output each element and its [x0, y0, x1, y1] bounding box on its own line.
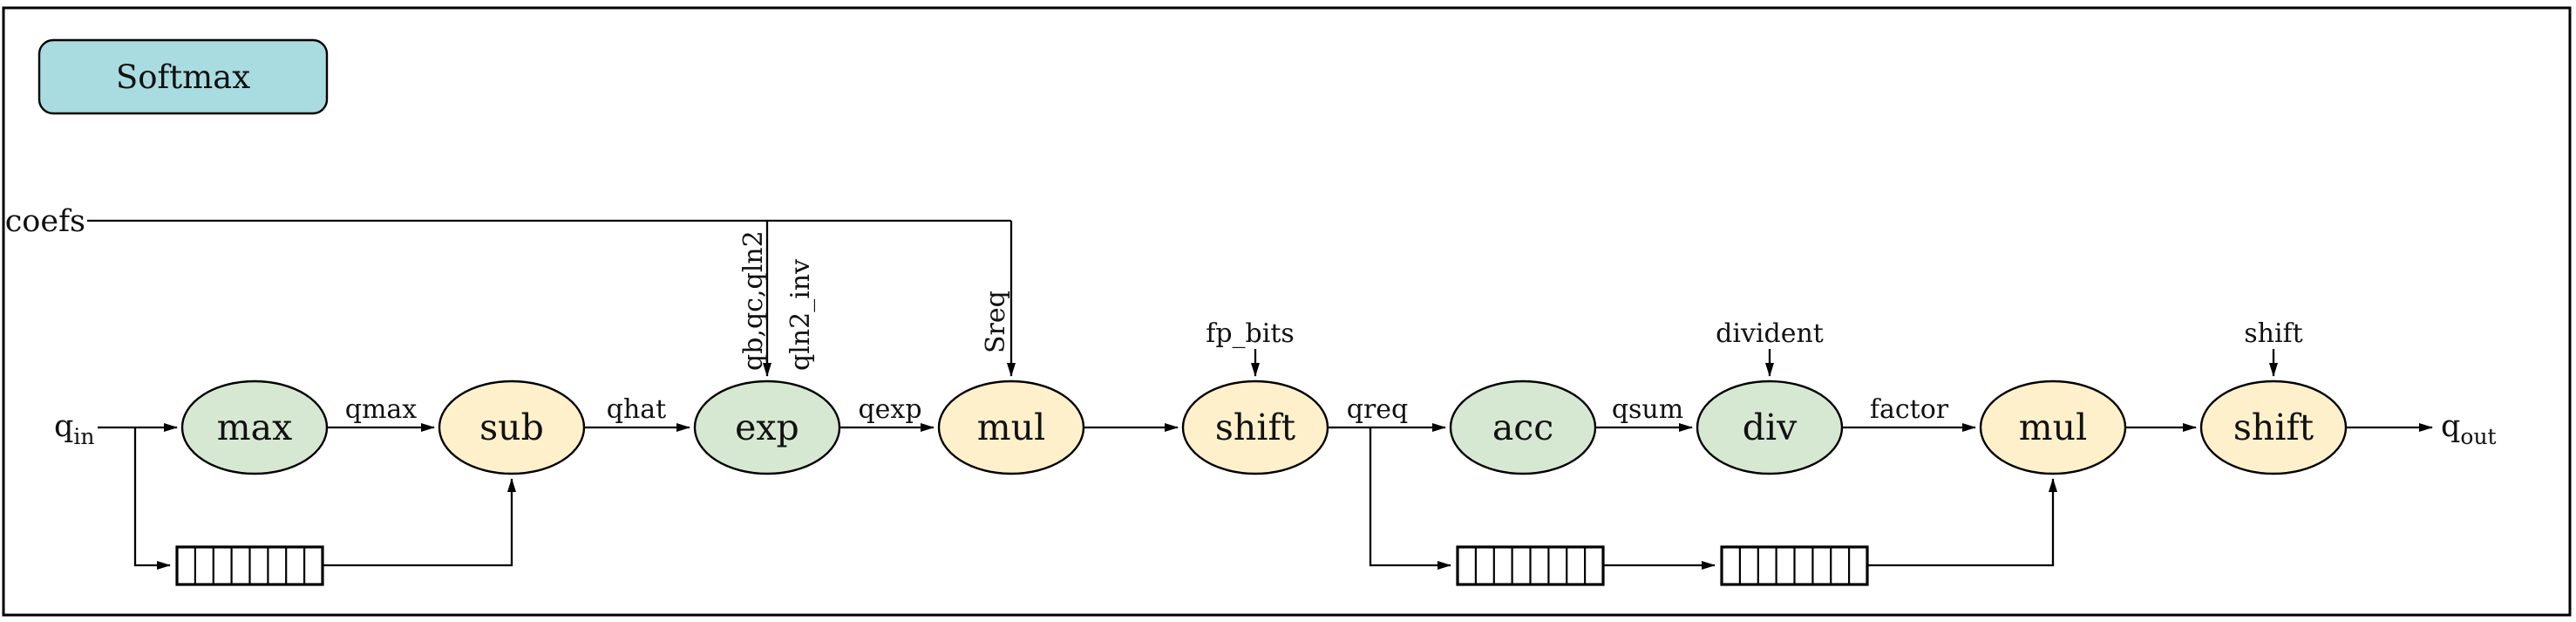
sub-label: sub — [479, 407, 544, 448]
node-div: div — [1696, 379, 1844, 475]
mul1-label: mul — [977, 407, 1045, 448]
node-shift2: shift — [2199, 379, 2348, 475]
diagram-title: Softmax — [116, 58, 250, 96]
node-mul1: mul — [937, 379, 1085, 475]
qout-sub: out — [2460, 424, 2496, 449]
fifo-buffer-3 — [1720, 545, 1869, 586]
qreq-to-fifo-line — [1369, 427, 1451, 570]
edge-label-qreq: qreq — [1347, 394, 1409, 425]
qin-sub: in — [73, 424, 94, 449]
shift1-label: shift — [1215, 407, 1296, 448]
node-sub: sub — [438, 379, 586, 475]
shift2-label: shift — [2233, 407, 2314, 448]
acc-label: acc — [1492, 407, 1553, 448]
fifo-to-sub-line — [323, 478, 516, 567]
shift1-ellipse — [1181, 379, 1329, 475]
title-box-shape — [37, 38, 329, 115]
max-ellipse — [180, 379, 329, 475]
mul2-label: mul — [2019, 407, 2087, 448]
node-mul2: mul — [1979, 379, 2127, 475]
title-box: Softmax — [37, 38, 329, 115]
exp-params-label-1: qb,qc,qln2 — [738, 230, 769, 371]
qin-to-fifo-line — [133, 427, 171, 570]
exp-params-label-2: qln2_inv — [785, 259, 816, 371]
shift2-ellipse — [2199, 379, 2348, 475]
coefs-label: coefs — [5, 204, 85, 239]
diagram-frame — [2, 6, 2572, 617]
acc-ellipse — [1449, 379, 1597, 475]
edge-label-qexp: qexp — [858, 394, 921, 425]
fifo-buffer-1 — [175, 545, 324, 586]
div-ellipse — [1696, 379, 1844, 475]
edge-label-factor: factor — [1870, 394, 1949, 425]
node-acc: acc — [1449, 379, 1597, 475]
qout-label: qout — [2441, 409, 2497, 449]
exp-label: exp — [735, 407, 799, 448]
node-shift1: shift — [1181, 379, 1329, 475]
divident-label: divident — [1716, 318, 1824, 349]
qin-label: qin — [54, 409, 95, 449]
node-max: max — [180, 379, 329, 475]
fifo-buffer-2 — [1456, 545, 1605, 586]
qin-base: q — [54, 409, 73, 444]
sreq-label: Sreq — [981, 290, 1011, 353]
edge-label-qhat: qhat — [607, 394, 666, 425]
edge-label-qmax: qmax — [345, 394, 418, 425]
max-label: max — [217, 407, 292, 448]
qout-base: q — [2441, 409, 2460, 444]
fifo-to-mul-line — [1867, 478, 2057, 567]
node-exp: exp — [693, 379, 841, 475]
div-label: div — [1743, 407, 1798, 448]
mul1-ellipse — [937, 379, 1085, 475]
edge-label-qsum: qsum — [1612, 394, 1683, 425]
shift-amount-label: shift — [2244, 318, 2302, 349]
fp-bits-label: fp_bits — [1206, 318, 1295, 349]
sub-ellipse — [438, 379, 586, 475]
mul2-ellipse — [1979, 379, 2127, 475]
exp-ellipse — [693, 379, 841, 475]
